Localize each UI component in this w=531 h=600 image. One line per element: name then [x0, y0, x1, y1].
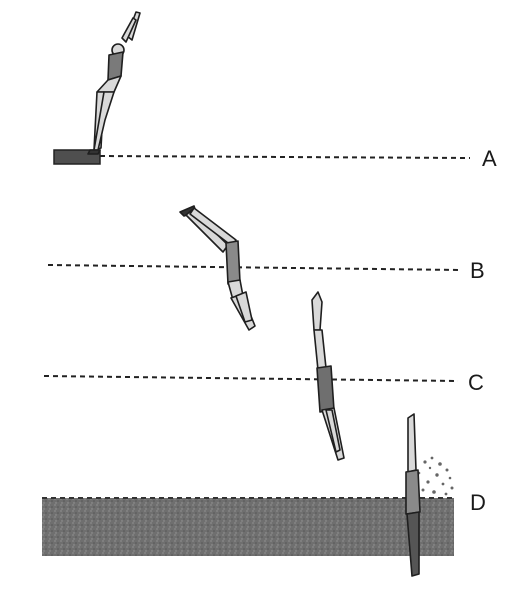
level-line-b	[47, 264, 461, 271]
diver-figure-d	[405, 413, 421, 577]
level-line-c	[43, 375, 459, 382]
water-surface	[42, 498, 454, 556]
diver-figure-a	[87, 11, 141, 155]
diver-figure-c	[311, 291, 345, 461]
level-label-a: A	[482, 146, 497, 171]
level-line-a	[99, 155, 471, 159]
level-label-d: D	[470, 490, 486, 515]
level-label-c: C	[468, 370, 484, 395]
splash-spray	[417, 456, 454, 496]
diver-figure-b	[179, 205, 256, 331]
level-label-b: B	[470, 258, 485, 283]
